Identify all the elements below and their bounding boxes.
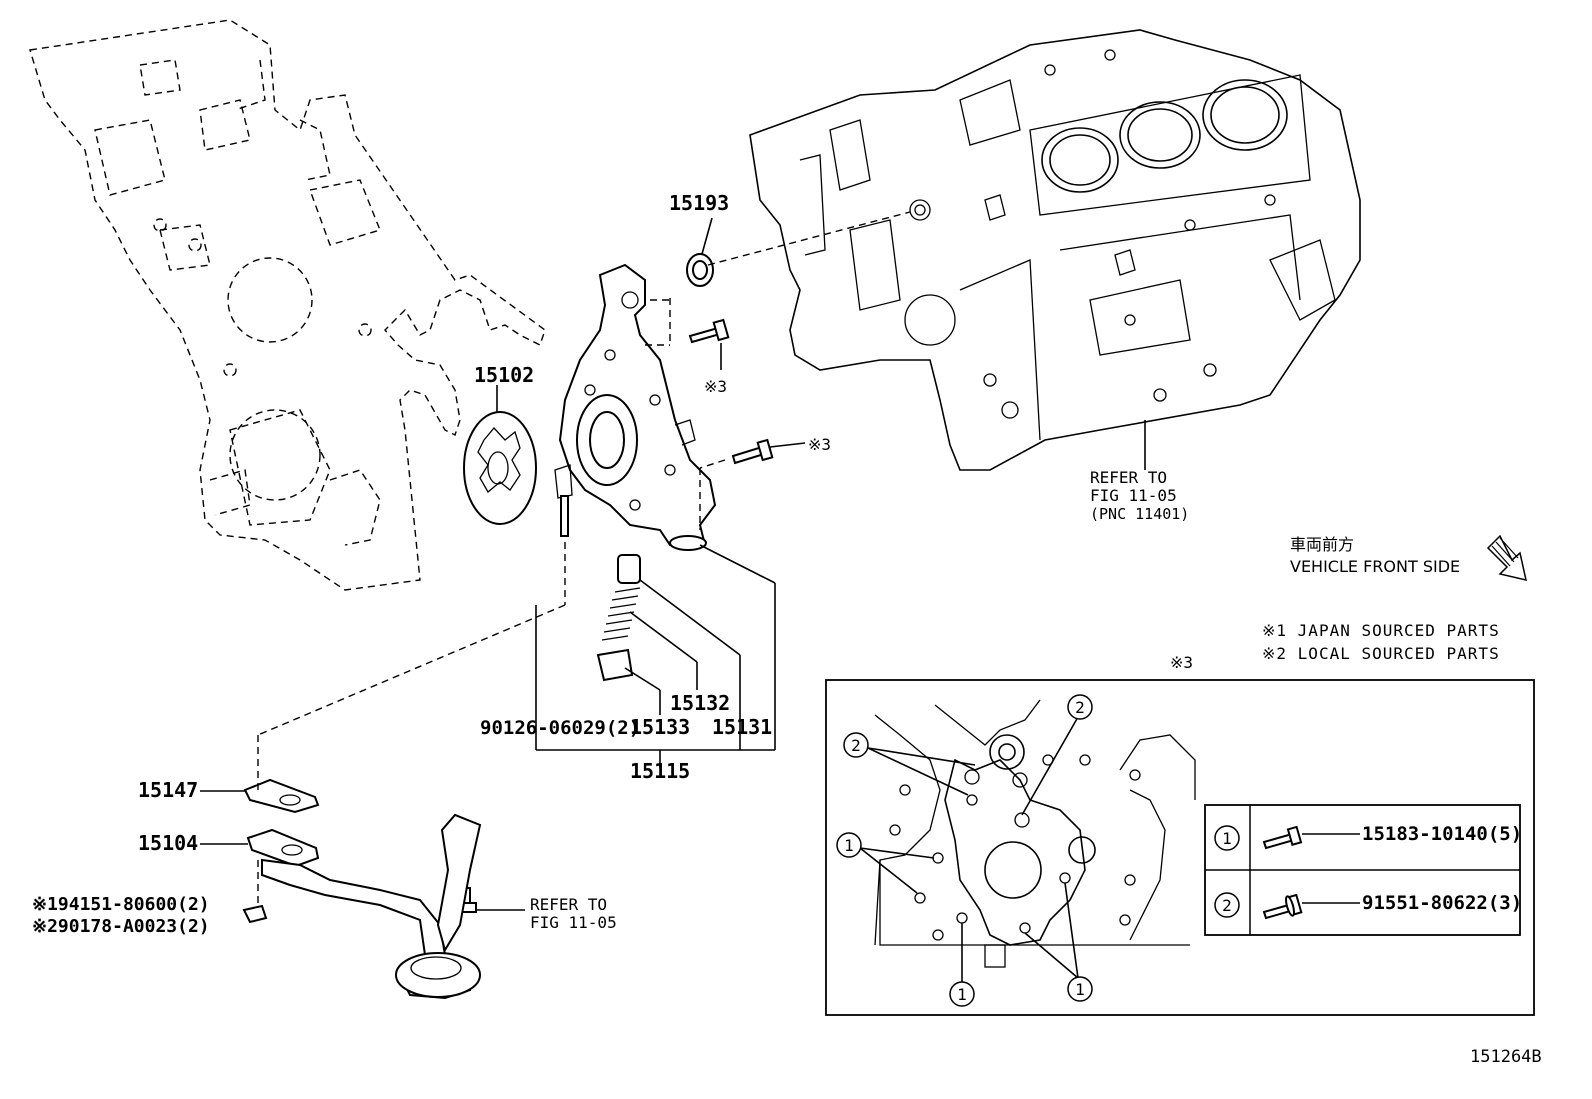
table-part-2: 91551-80622(3) [1362, 892, 1522, 914]
vehicle-front-en: VEHICLE FRONT SIDE [1290, 557, 1460, 576]
mark-3-bolt-a: ※3 [704, 377, 727, 396]
engine-block-outline [749, 29, 1361, 471]
table-part-1: 15183-10140(5) [1362, 823, 1522, 845]
front-arrow-icon [1486, 534, 1527, 581]
callout-1a: 1 [844, 836, 854, 855]
note-local-sourced: ※2 LOCAL SOURCED PARTS [1262, 644, 1500, 663]
flange-bolt-icon [1262, 893, 1303, 920]
figure-id: 151264B [1470, 1047, 1542, 1067]
rotor-set-15102 [463, 411, 537, 525]
label-15102: 15102 [474, 363, 534, 387]
o-ring-15193 [686, 253, 714, 287]
ref-strainer-line2: FIG 11-05 [530, 913, 617, 932]
callout-2b: 2 [1075, 698, 1085, 717]
orientation-indicator: 車両前方 VEHICLE FRONT SIDE [1290, 534, 1527, 581]
label-94151: ※194151-80600(2) [32, 894, 210, 915]
oil-pump-body [554, 263, 717, 552]
bolt-table: 1 15183-10140(5) 2 91551-80622(3) [1204, 804, 1522, 936]
part-number-labels: 15193 15102 ※3 ※3 15132 90126-06029(2) 1… [32, 191, 831, 937]
callout-1c: 1 [1075, 980, 1085, 999]
vehicle-front-jp: 車両前方 [1290, 535, 1354, 554]
detail-callouts: 2 2 1 1 1 [836, 694, 1093, 1007]
timing-cover-outline [29, 19, 546, 591]
detail-pump-drawing [874, 699, 1196, 968]
label-15104: 15104 [138, 831, 198, 855]
gaskets [243, 778, 320, 868]
bolt-icon [1262, 825, 1303, 850]
label-90178: ※290178-A0023(2) [32, 916, 210, 937]
label-15132: 15132 [670, 691, 730, 715]
label-15147: 15147 [138, 778, 198, 802]
bolt-table-row-1: 1 15183-10140(5) [1214, 823, 1522, 851]
table-key-2: 2 [1222, 896, 1232, 915]
ref-block-line3: (PNC 11401) [1090, 505, 1189, 523]
ref-strainer-line1: REFER TO [530, 895, 607, 914]
label-15115: 15115 [630, 759, 690, 783]
bolt-icons [242, 318, 774, 924]
callout-2a: 2 [851, 736, 861, 755]
ref-block-line1: REFER TO [1090, 468, 1167, 487]
callout-1b: 1 [957, 985, 967, 1004]
oil-strainer [261, 813, 482, 1000]
table-key-1: 1 [1222, 829, 1232, 848]
mark-3-bolt-b: ※3 [808, 435, 831, 454]
label-15193: 15193 [669, 191, 729, 215]
note-japan-sourced: ※1 JAPAN SOURCED PARTS [1262, 621, 1500, 640]
detail-box: ※3 [825, 653, 1535, 1016]
relief-valve-parts [596, 554, 641, 682]
leader-lines [200, 211, 1146, 911]
sourcing-notes: ※1 JAPAN SOURCED PARTS ※2 LOCAL SOURCED … [1262, 621, 1500, 663]
detail-box-frame [825, 679, 1535, 1016]
label-15133: 15133 [630, 715, 690, 739]
detail-callout-leaders [859, 716, 1079, 982]
bolt-table-row-2: 2 91551-80622(3) [1214, 892, 1522, 920]
label-15131: 15131 [712, 715, 772, 739]
detail-box-title: ※3 [1170, 653, 1193, 672]
label-90126: 90126-06029(2) [480, 717, 640, 739]
reference-labels: REFER TO FIG 11-05 (PNC 11401) REFER TO … [530, 468, 1189, 932]
ref-block-line2: FIG 11-05 [1090, 486, 1177, 505]
